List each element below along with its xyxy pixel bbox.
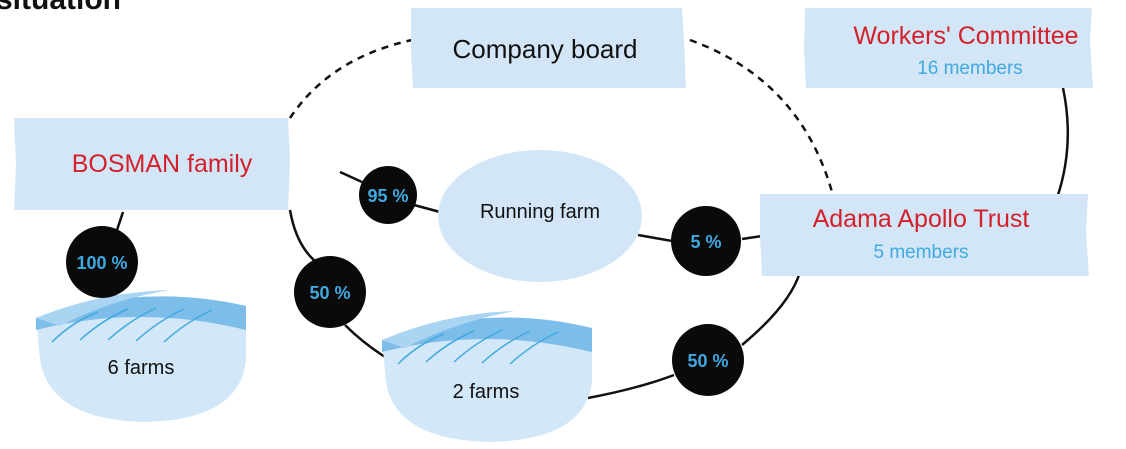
connectors [115, 38, 1070, 400]
workers-committee-members: 16 members [917, 58, 1023, 79]
running-farm-ellipse[interactable]: Running farm [438, 150, 642, 282]
two-farms-field-icon[interactable]: 2 farms [382, 311, 592, 442]
workers-committee-box[interactable]: Workers' Committee 16 members [804, 8, 1093, 88]
stake-badge-5[interactable]: 5 % [671, 206, 741, 276]
stake-95-label: 95 % [367, 186, 408, 206]
adama-apollo-trust-label: Adama Apollo Trust [813, 205, 1030, 233]
link-95-running-farm [413, 203, 441, 214]
link-5-trust [741, 234, 763, 241]
adama-apollo-trust-box[interactable]: Adama Apollo Trust 5 members [760, 194, 1089, 276]
stake-badge-100[interactable]: 100 % [66, 226, 138, 298]
link-bosman-95 [339, 170, 363, 184]
link-bosman-50 [288, 209, 317, 263]
stake-100-label: 100 % [76, 253, 127, 273]
bosman-family-label: BOSMAN family [72, 150, 253, 178]
stake-50-trust-label: 50 % [687, 351, 728, 371]
link-running-farm-5 [637, 233, 673, 243]
stake-badge-95[interactable]: 95 % [359, 166, 417, 224]
dashed-link-bosman-board [288, 38, 413, 119]
six-farms-label: 6 farms [108, 357, 175, 379]
company-board-label: Company board [453, 34, 638, 64]
bosman-family-box[interactable]: BOSMAN family [14, 118, 290, 210]
stake-badge-50-trust[interactable]: 50 % [672, 324, 744, 396]
dashed-link-board-trust [689, 38, 834, 193]
link-committee-trust [1055, 87, 1070, 199]
stake-5-label: 5 % [690, 232, 721, 252]
stake-50-bosman-label: 50 % [309, 283, 350, 303]
link-50-trust [741, 271, 802, 346]
running-farm-label: Running farm [480, 201, 600, 223]
two-farms-label: 2 farms [453, 381, 520, 403]
page-heading: situation [0, 0, 121, 16]
adama-apollo-trust-members: 5 members [873, 242, 968, 263]
workers-committee-label: Workers' Committee [853, 22, 1078, 50]
stake-badge-50-bosman[interactable]: 50 % [294, 256, 366, 328]
company-board-box[interactable]: Company board [411, 8, 686, 88]
link-bosman-100 [115, 211, 125, 231]
link-2farms-50 [587, 373, 675, 400]
six-farms-field-icon[interactable]: 6 farms [36, 290, 246, 422]
